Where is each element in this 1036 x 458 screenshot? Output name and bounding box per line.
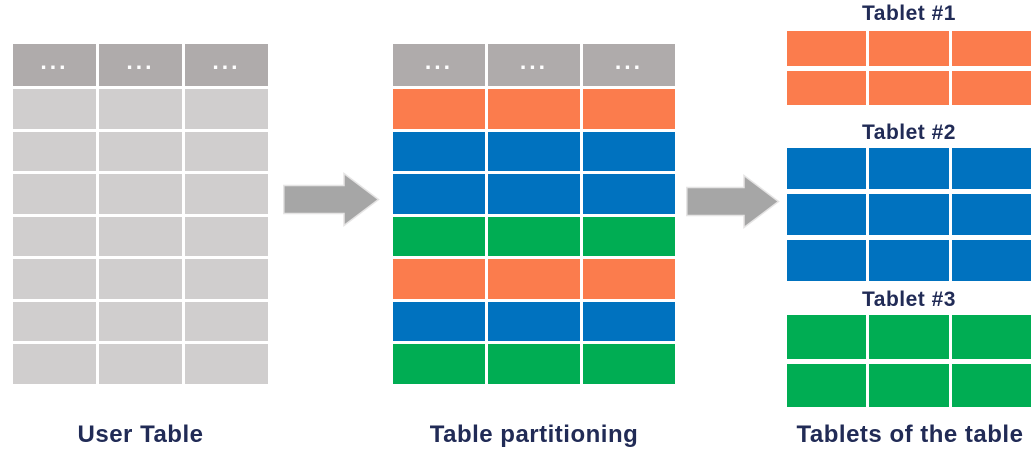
table-cell [787,240,867,281]
table-cell [869,31,949,66]
table-cell [185,131,268,172]
table-cell [787,31,867,66]
table-cell [185,301,268,342]
table-cell [583,131,675,172]
table-cell [951,148,1031,189]
table-cell [488,259,580,299]
table-cell [99,89,182,129]
header-cell: ... [185,44,268,86]
table-cell [99,131,182,172]
user-table-caption: User Table [77,421,204,448]
table-cell [393,259,485,299]
table-cell [185,174,268,214]
ellipsis-text: ... [519,48,549,74]
header-cell: ... [99,44,182,86]
table-cell [99,259,182,299]
arrow-shape [283,172,380,227]
table-cell [99,344,182,384]
table-cell [869,194,949,235]
table-cell [488,131,580,172]
table-cell [787,315,867,359]
tablet-2-title: Tablet #2 [862,121,956,144]
table-cell [787,70,867,105]
table-cell [583,344,675,384]
table-cell [185,216,268,257]
table-cell [13,259,96,299]
table-cell [393,89,485,129]
table-cell [583,89,675,129]
table-cell [488,174,580,214]
tablet-2-table [787,148,1031,281]
arrow-right-icon [686,174,780,229]
table-cell [951,194,1031,235]
table-cell [951,240,1031,281]
table-cell [13,301,96,342]
table-cell [869,363,949,407]
table-cell [13,131,96,172]
table-cell [869,70,949,105]
table-cell [951,315,1031,359]
table-cell [393,216,485,257]
header-cell: ... [393,44,485,86]
table-cell [951,70,1031,105]
table-cell [488,216,580,257]
table-cell [13,216,96,257]
ellipsis-text: ... [126,48,155,74]
user-table: ......... [13,44,268,384]
table-cell [583,301,675,342]
tablet-1-table [787,31,1031,105]
tablet-3-title: Tablet #3 [862,288,956,311]
header-cell: ... [13,44,96,86]
ellipsis-text: ... [212,48,241,74]
table-cell [787,363,867,407]
arrow-shape [686,174,780,229]
table-cell [13,344,96,384]
table-cell [869,315,949,359]
table-cell [869,240,949,281]
partitioned-table: ......... [393,44,675,384]
table-cell [787,148,867,189]
table-cell [488,301,580,342]
ellipsis-text: ... [614,48,644,74]
table-cell [951,363,1031,407]
ellipsis-text: ... [424,48,454,74]
table-cell [185,259,268,299]
table-cell [488,89,580,129]
table-cell [13,89,96,129]
table-cell [13,174,96,214]
table-cell [583,174,675,214]
header-cell: ... [488,44,580,86]
table-cell [185,89,268,129]
table-cell [185,344,268,384]
table-cell [99,174,182,214]
table-cell [787,194,867,235]
table-cell [951,31,1031,66]
table-cell [869,148,949,189]
table-cell [393,344,485,384]
table-cell [393,301,485,342]
table-cell [393,131,485,172]
arrow-right-icon [283,172,380,227]
tablet-3-table [787,315,1031,407]
table-cell [488,344,580,384]
header-cell: ... [583,44,675,86]
table-cell [583,216,675,257]
table-cell [583,259,675,299]
ellipsis-text: ... [40,48,69,74]
tablets-caption: Tablets of the table [796,421,1024,448]
table-cell [393,174,485,214]
table-cell [99,301,182,342]
tablet-1-title: Tablet #1 [862,2,956,25]
table-cell [99,216,182,257]
partition-table-caption: Table partitioning [429,421,639,448]
